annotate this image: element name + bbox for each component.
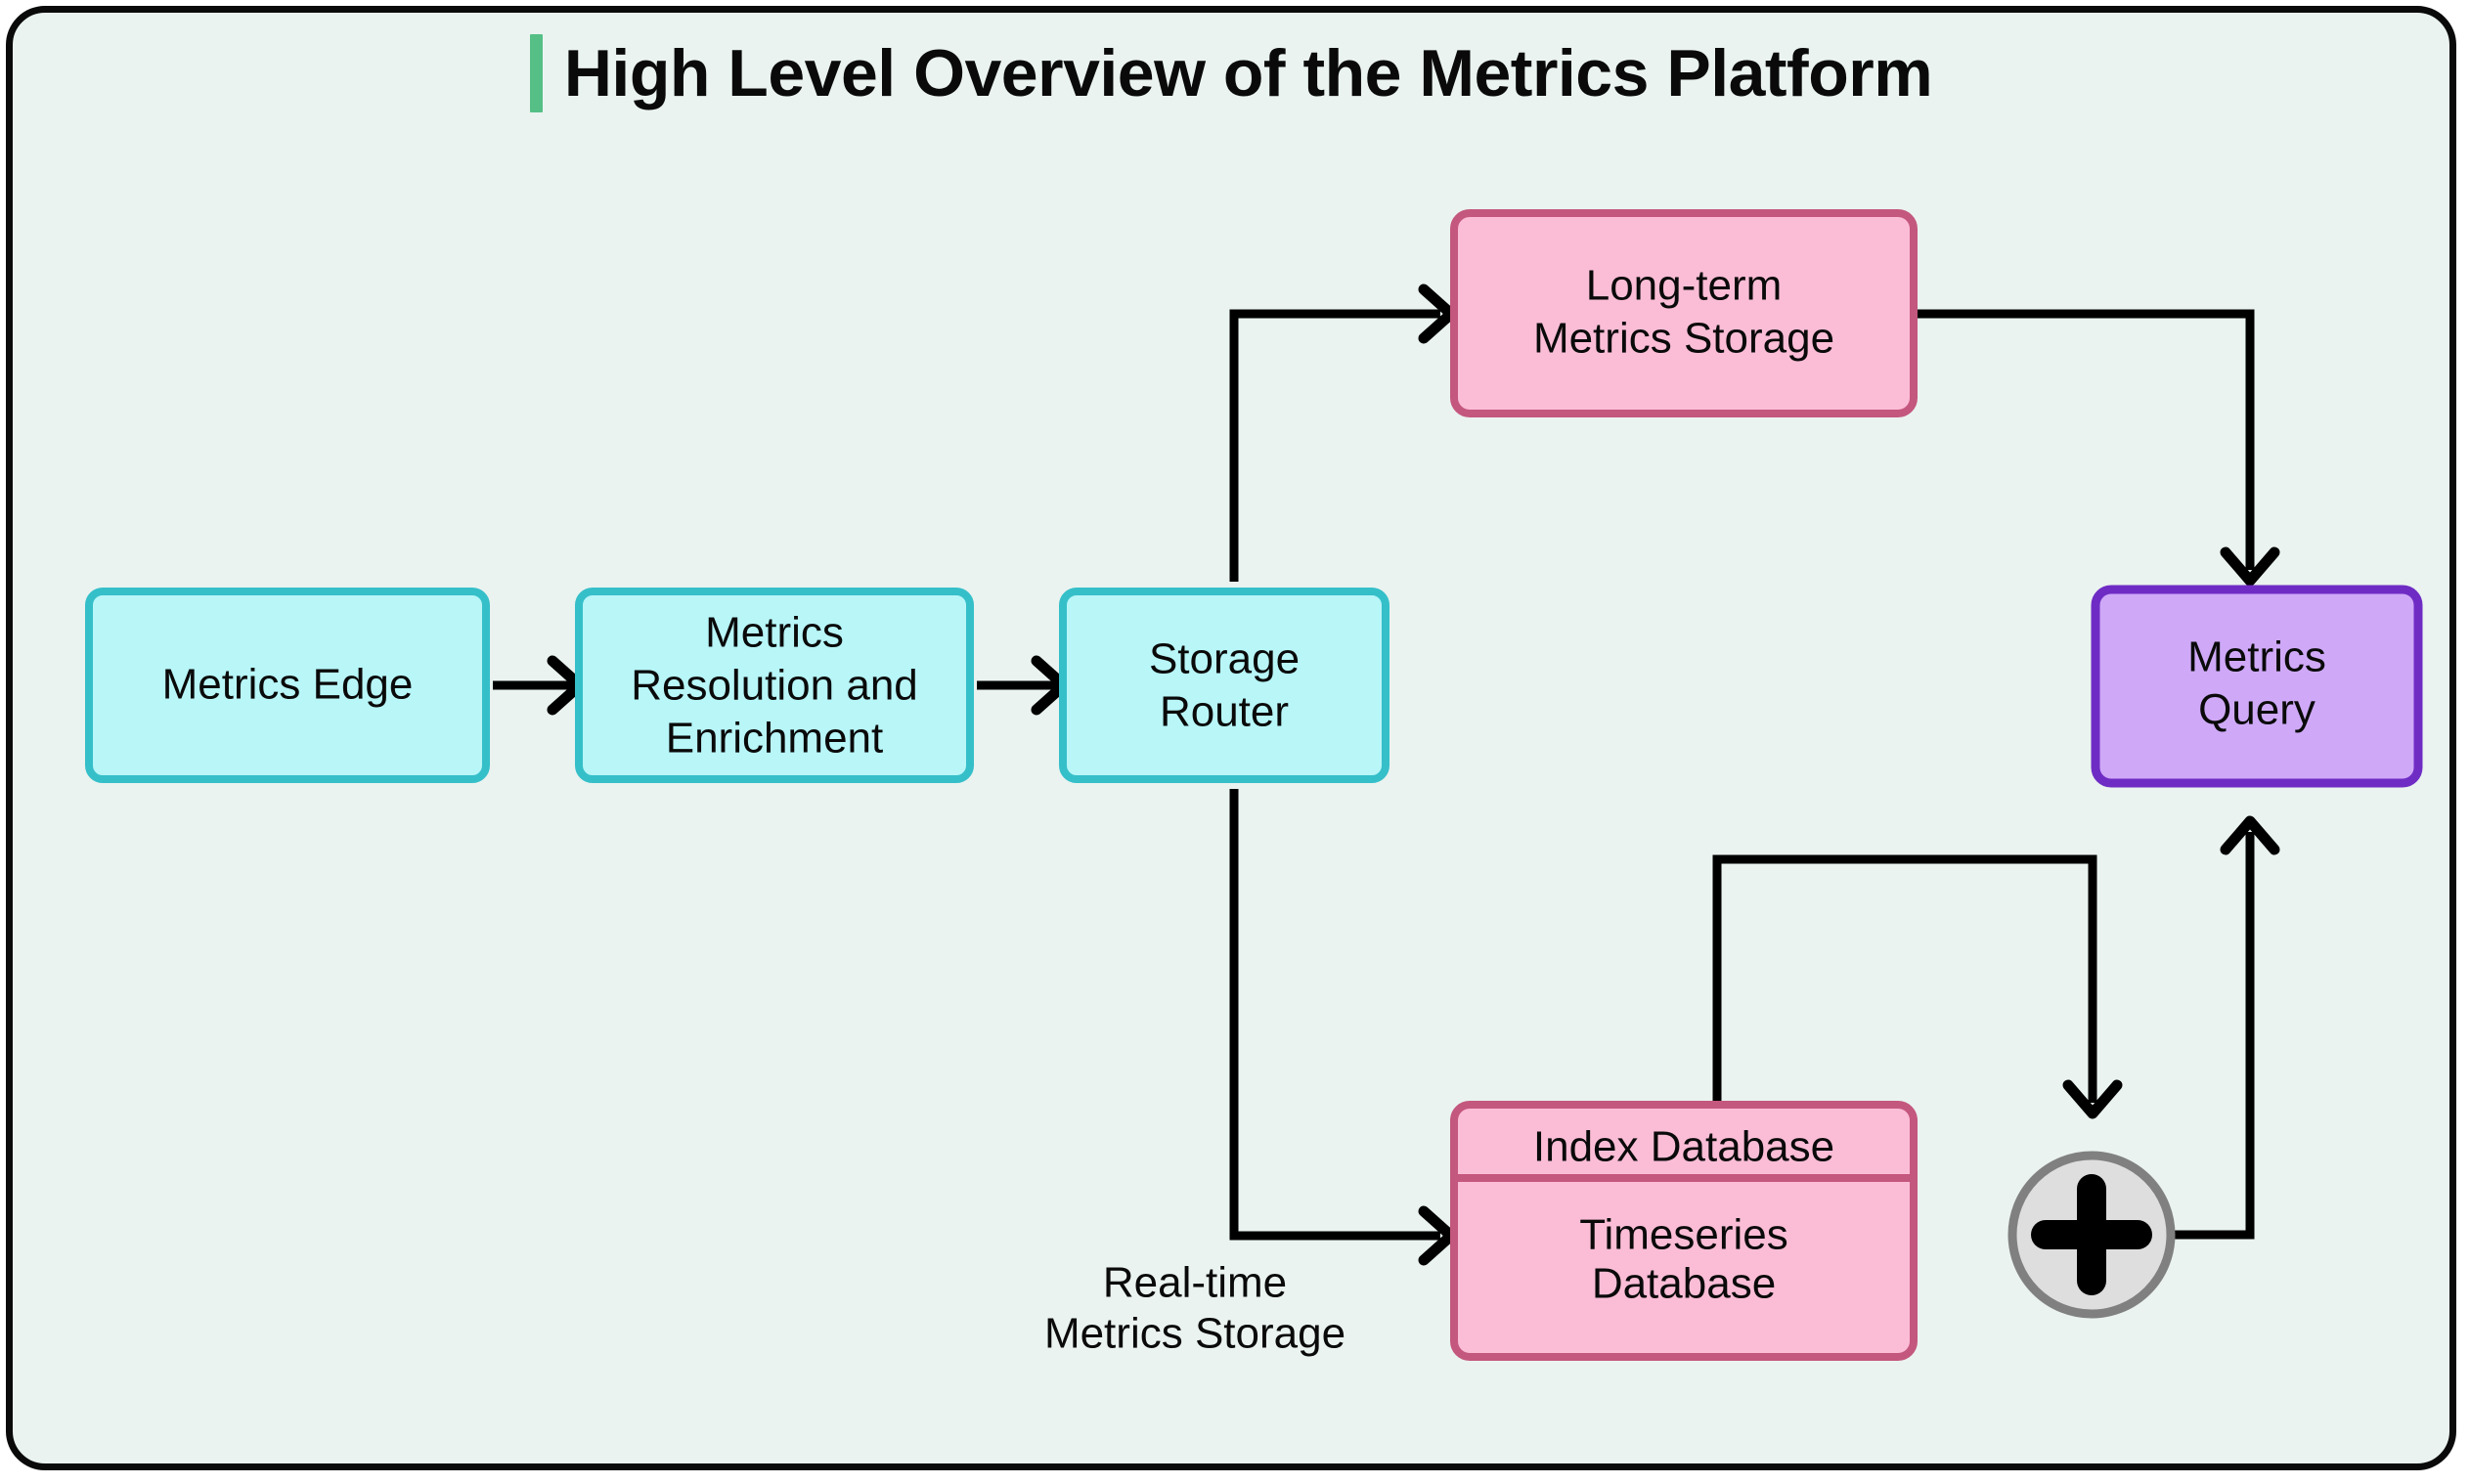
metrics-query-label-line1: Metrics <box>2187 633 2326 681</box>
edge-resolution-to-storage-router <box>977 655 1070 716</box>
edge-long-term-storage-to-metrics-query <box>1918 309 2280 587</box>
long-term-storage-label-line1: Long-term <box>1586 262 1783 310</box>
label-realtime-metrics-storage: Real-time Metrics Storage <box>1044 1259 1345 1358</box>
metrics-resolution-label-line1: Metrics <box>705 609 844 657</box>
edge-index-database-to-merge-node <box>1712 854 2123 1119</box>
realtime-storage-label-line2: Metrics Storage <box>1044 1310 1345 1358</box>
page-title-text: High Level Overview of the Metrics Platf… <box>563 36 1933 110</box>
title-accent-bar <box>529 34 543 112</box>
timeseries-database-label-line1: Timeseries <box>1579 1211 1788 1259</box>
node-realtime-database-stack[interactable]: Index Database Timeseries Database <box>1450 1101 1918 1361</box>
node-metrics-resolution-enrichment[interactable]: Metrics Resolution and Enrichment <box>575 588 974 783</box>
node-merge-plus[interactable] <box>2007 1151 2176 1319</box>
node-metrics-query[interactable]: Metrics Query <box>2091 585 2423 788</box>
edge-storage-router-to-timeseries-database <box>1229 789 1457 1266</box>
edge-storage-router-to-long-term-storage <box>1229 284 1457 582</box>
diagram-frame: High Level Overview of the Metrics Platf… <box>6 6 2456 1470</box>
index-database-label: Index Database <box>1533 1123 1834 1171</box>
storage-router-box[interactable] <box>1059 588 1389 783</box>
metrics-resolution-label-line2: Resolution and <box>631 662 918 710</box>
long-term-storage-label-line2: Metrics Storage <box>1533 315 1834 363</box>
edge-merge-node-to-metrics-query <box>2169 815 2280 1240</box>
metrics-query-box[interactable] <box>2091 585 2423 788</box>
edge-metrics-edge-to-resolution <box>493 655 586 716</box>
flow-diagram: Metrics Edge Metrics Resolution and Enri… <box>85 209 2423 1361</box>
plus-icon <box>2031 1174 2152 1295</box>
storage-router-label-line1: Storage <box>1149 635 1300 683</box>
storage-router-label-line2: Router <box>1160 688 1289 736</box>
timeseries-database-label-line2: Database <box>1592 1260 1776 1308</box>
page-title: High Level Overview of the Metrics Platf… <box>13 34 2449 112</box>
realtime-storage-label-line1: Real-time <box>1103 1259 1287 1307</box>
node-long-term-metrics-storage[interactable]: Long-term Metrics Storage <box>1450 209 1918 417</box>
metrics-edge-label: Metrics Edge <box>162 661 414 709</box>
metrics-resolution-label-line3: Enrichment <box>666 715 884 763</box>
realtime-database-outer-box[interactable] <box>1450 1101 1918 1361</box>
metrics-edge-box[interactable] <box>85 588 490 783</box>
metrics-resolution-box[interactable] <box>575 588 974 783</box>
node-metrics-edge[interactable]: Metrics Edge <box>85 588 490 783</box>
node-storage-router[interactable]: Storage Router <box>1059 588 1389 783</box>
metrics-query-label-line2: Query <box>2198 686 2316 734</box>
long-term-storage-box[interactable] <box>1450 209 1918 417</box>
